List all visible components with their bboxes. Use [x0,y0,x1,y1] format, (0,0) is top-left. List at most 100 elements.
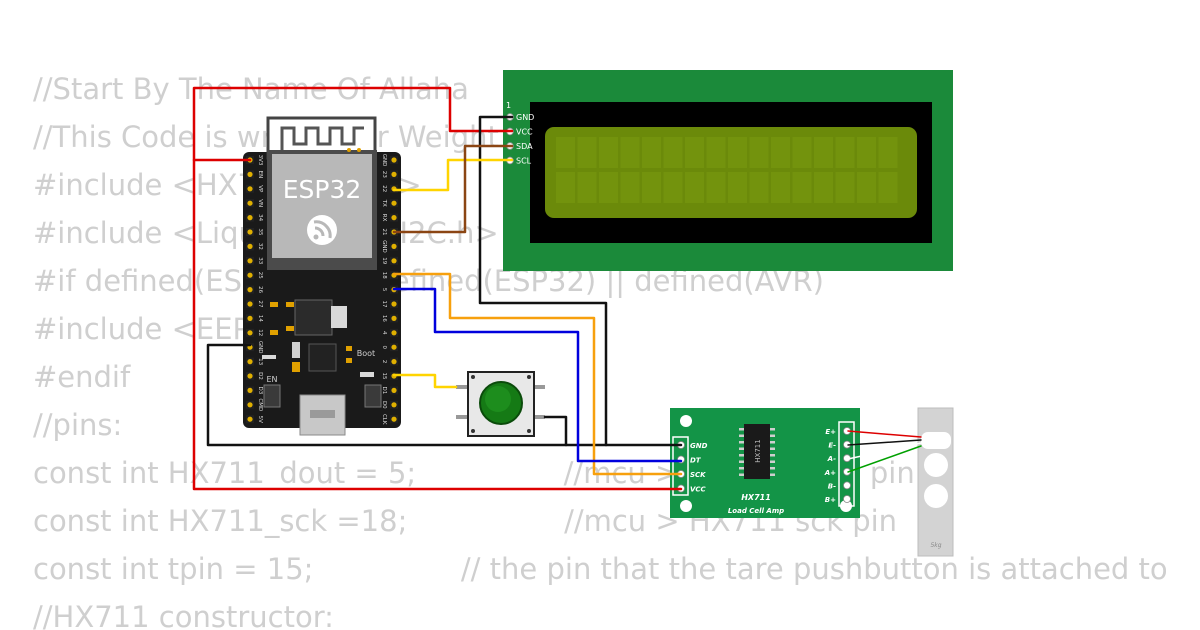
esp32-pin-label: 26 [257,286,263,293]
hx711-pin-label: VCC [690,486,707,494]
wire-orange-gpio18-hx711-sck[interactable] [392,272,683,476]
hx711-subtitle: Load Cell Amp [728,507,784,515]
esp32-pin[interactable] [247,215,253,221]
en-button[interactable] [263,384,281,408]
esp32-pin[interactable] [247,243,253,249]
esp32-pin[interactable] [247,330,253,336]
esp32-pin[interactable] [247,287,253,293]
esp32-pin[interactable] [247,402,253,408]
boot-button-label: Boot [357,349,375,358]
lcd-char-cell [706,172,726,203]
wire-red-3v3-lcd-vcc[interactable] [192,86,514,162]
wire-black-button-hx711[interactable] [543,415,568,447]
voltage-regulator [294,299,333,336]
hx711-pin[interactable] [843,495,851,503]
esp32-pin[interactable] [391,171,397,177]
lcd-char-cell [706,137,726,168]
lcd-char-cell [857,172,876,203]
esp32-pin[interactable] [391,359,397,365]
wire-black-lcd-gnd-hx711-gnd[interactable] [478,115,683,447]
wire-red-load-cell-e-plus[interactable] [847,430,922,438]
esp32-pin-label: 33 [257,257,263,264]
lcd-char-cell [835,137,855,168]
lcd-char-cell [792,137,812,168]
esp32-pin[interactable] [391,200,397,206]
esp32-pin-label: 21 [381,229,387,236]
load-cell[interactable]: 5kg [917,407,954,557]
esp32-pin[interactable] [391,330,397,336]
esp32-pin-label: 14 [257,315,263,322]
tare-pushbutton[interactable] [456,371,545,437]
esp32-pin-label: GND [257,341,263,354]
wire-red-3v3-hx711-vcc[interactable] [192,158,683,491]
hx711-pin-label: GND [690,442,708,450]
esp32-pin[interactable] [391,215,397,221]
esp32-pin-label: RX [381,214,387,222]
esp32-pin[interactable] [391,258,397,264]
esp32-pin-label: CMD [257,398,263,411]
esp32-pin[interactable] [247,359,253,365]
esp32-pin-label: D2 [257,372,263,380]
esp32-pin-label: 17 [381,301,387,308]
esp32-pin[interactable] [247,258,253,264]
hx711-pin-label: B+ [825,496,836,504]
esp32-pin[interactable] [247,229,253,235]
esp32-pin[interactable] [391,402,397,408]
esp32-pin[interactable] [391,416,397,422]
hx711-chip [744,424,770,479]
lcd-char-cell [814,137,833,168]
esp32-pin-label: D3 [257,387,263,395]
wire-blue-gpio5-hx711-dt[interactable] [392,287,683,463]
lcd-char-cell [642,172,661,203]
esp32-pin-label: TX [381,199,387,207]
esp32-board[interactable]: ESP32 EN Boot [243,116,401,436]
esp32-pin-label: D0 [381,401,387,409]
load-cell-label: 5kg [930,542,941,549]
wire-black-load-cell-e-minus[interactable] [847,439,922,446]
esp32-pin-label: 13 [257,358,263,365]
esp32-pin[interactable] [247,387,253,393]
esp32-pin[interactable] [247,416,253,422]
wire-yellow-gpio22-lcd-scl[interactable] [392,158,514,192]
esp32-pin[interactable] [247,301,253,307]
esp32-pin[interactable] [391,344,397,350]
lcd-char-cell [728,137,747,168]
wire-white-load-cell-a-minus[interactable] [847,442,922,460]
en-button-label: EN [266,375,277,384]
hx711-pin[interactable] [843,481,851,490]
esp32-pin-label: 35 [257,229,263,236]
load-cell-hole-bottom [924,484,948,508]
lcd-char-cell [749,137,769,168]
code-line: //pins: [33,408,123,442]
wire-brown-gpio21-lcd-sda[interactable] [392,144,514,234]
esp32-pin[interactable] [247,315,253,321]
wire-black-esp-gnd-hx711[interactable] [206,343,608,447]
esp32-pin[interactable] [391,157,397,163]
lcd-char-cell [663,172,683,203]
esp32-pin-label: 2 [381,360,387,364]
esp32-pin[interactable] [391,387,397,393]
esp32-pin[interactable] [247,272,253,278]
esp32-pin[interactable] [391,243,397,249]
lcd-char-cell [771,137,790,168]
esp32-pin-label: 27 [257,301,263,308]
wire-yellow-gpio15-button[interactable] [392,373,458,389]
lcd-char-cell [599,137,618,168]
esp32-pin-label: 5V [257,416,263,423]
lcd-char-cell [685,137,704,168]
esp32-pin-label: 25 [257,272,263,279]
esp32-pin-label: 19 [381,257,387,264]
esp32-pin[interactable] [247,200,253,206]
esp32-pin[interactable] [391,301,397,307]
hx711-pin-label: DT [690,457,702,465]
esp32-pin[interactable] [247,186,253,192]
esp32-pin[interactable] [247,373,253,379]
esp32-pin[interactable] [391,315,397,321]
esp32-pin[interactable] [247,171,253,177]
boot-button[interactable] [364,384,382,408]
wire-green-load-cell-a-plus[interactable] [847,445,922,473]
